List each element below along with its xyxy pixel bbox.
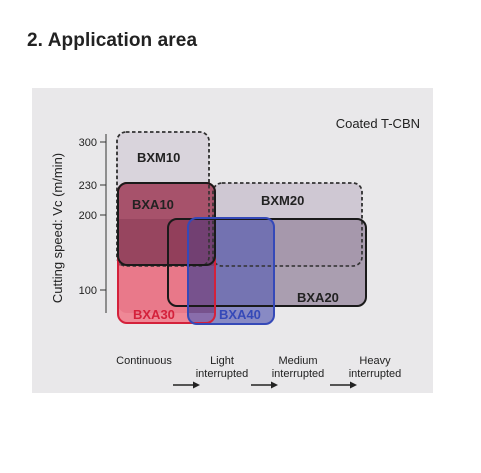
y-axis-label: Cutting speed: Vc (m/min): [50, 153, 65, 303]
y-tick-label-200: 200: [79, 210, 97, 222]
y-tick-label-230: 230: [79, 180, 97, 192]
y-tick-label-100: 100: [79, 285, 97, 297]
x-label-light-1: Light: [210, 355, 234, 367]
label-bxa20: BXA20: [297, 290, 339, 305]
application-area-figure: Coated T-CBN Cutting speed: Vc (m/min) 3…: [32, 88, 433, 393]
label-bxa10: BXA10: [132, 197, 174, 212]
region-bxa10-outline: [117, 182, 216, 266]
arrow-right-icon-1: [173, 381, 200, 389]
x-label-continuous: Continuous: [116, 355, 172, 367]
x-label-heavy-1: Heavy: [359, 355, 391, 367]
label-bxa30: BXA30: [133, 307, 175, 322]
x-label-medium-2: interrupted: [272, 368, 325, 380]
section-heading: 2. Application area: [27, 30, 198, 51]
region-bxm20-outline: [212, 182, 363, 267]
region-bxa40-outline: [187, 217, 275, 325]
legend-title: Coated T-CBN: [336, 116, 420, 131]
x-label-light-2: interrupted: [196, 368, 249, 380]
arrow-right-icon-2: [251, 381, 278, 389]
x-label-medium-1: Medium: [278, 355, 317, 367]
arrow-right-icon-3: [330, 381, 357, 389]
label-bxm20: BXM20: [261, 193, 304, 208]
label-bxa40: BXA40: [219, 307, 261, 322]
y-tick-label-300: 300: [79, 137, 97, 149]
application-area-diagram: Coated T-CBN Cutting speed: Vc (m/min) 3…: [50, 116, 420, 389]
x-label-heavy-2: interrupted: [349, 368, 402, 380]
label-bxm10: BXM10: [137, 150, 180, 165]
overlap-bxa10-bxa20: [118, 219, 215, 266]
